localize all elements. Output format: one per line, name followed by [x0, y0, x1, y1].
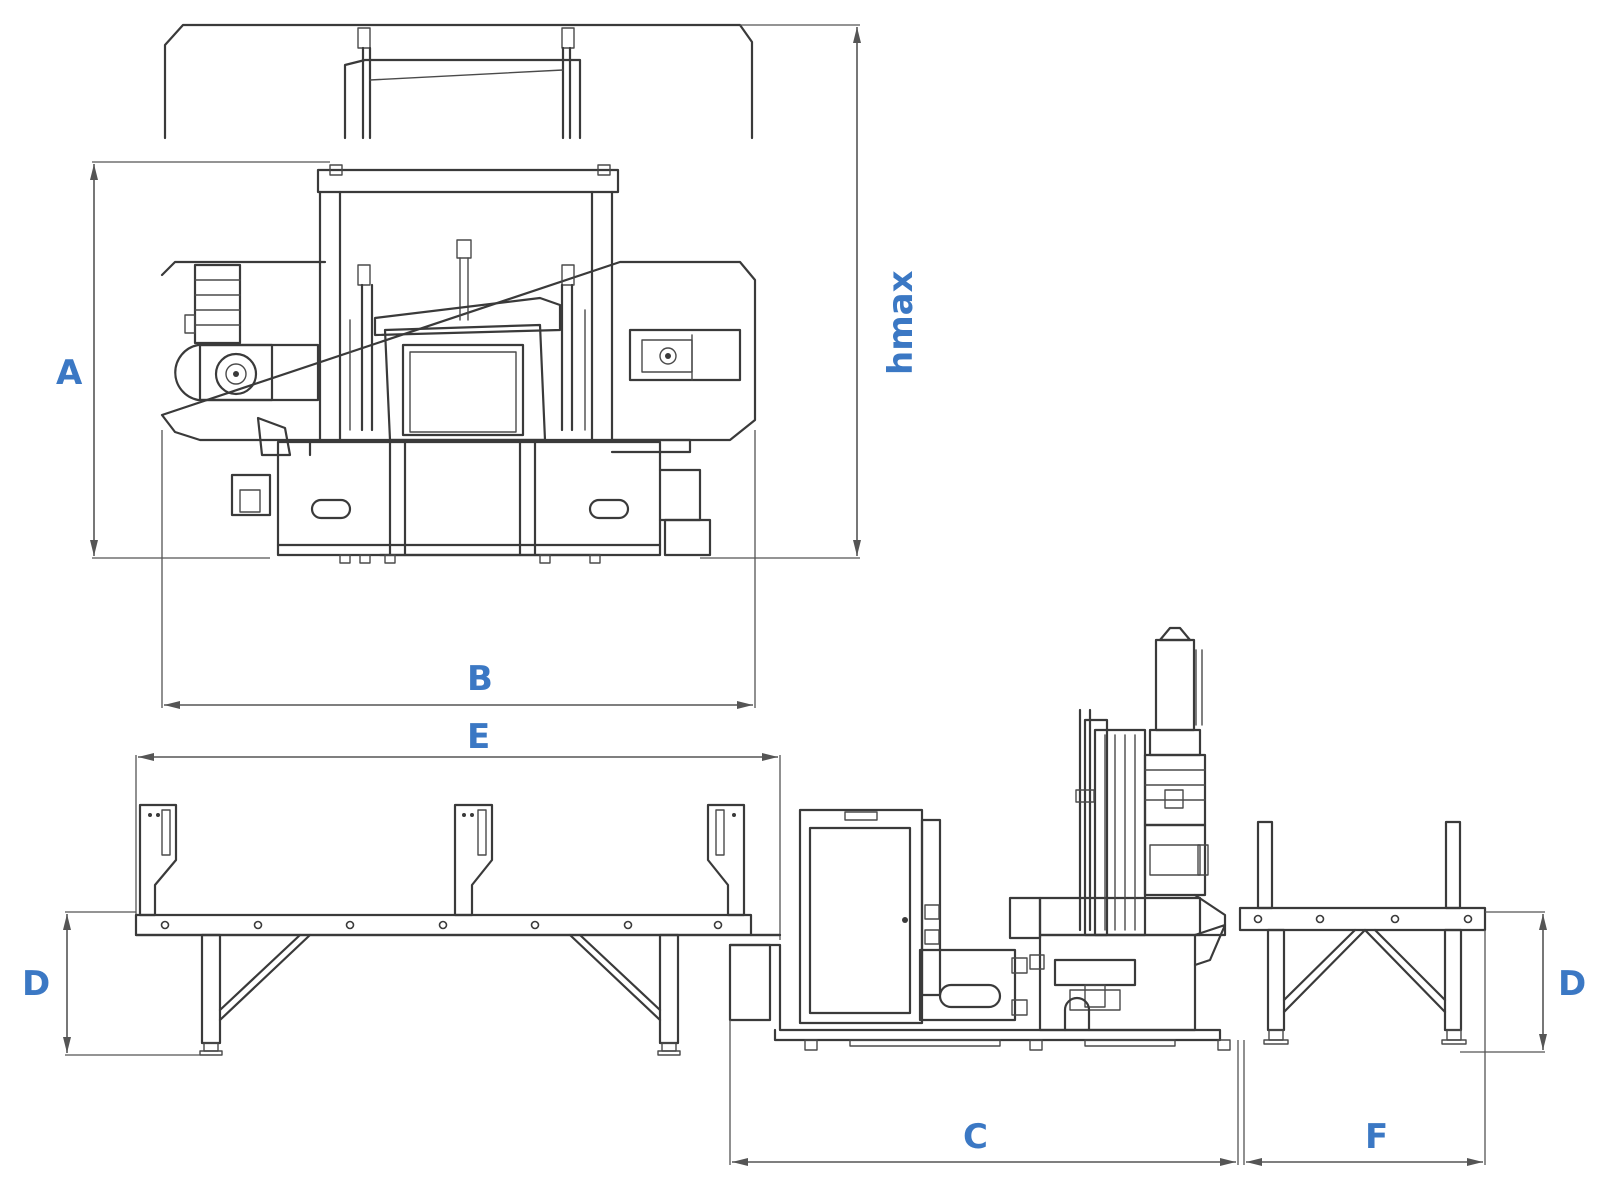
dimension-f	[1243, 930, 1486, 1166]
dimension-d-left	[63, 911, 210, 1056]
label-hmax: hmax	[881, 270, 921, 375]
dimension-c	[729, 1020, 1239, 1166]
dimension-a	[90, 161, 330, 559]
infeed-roller-table	[134, 803, 782, 1056]
dimension-hmax	[700, 24, 861, 559]
label-d-left: D	[22, 964, 50, 1004]
label-a: A	[56, 353, 83, 393]
dimension-b	[161, 430, 756, 709]
label-e: E	[467, 717, 490, 757]
front-view-raised-outline	[163, 23, 754, 140]
label-b: B	[467, 659, 493, 699]
outfeed-roller-table	[1238, 820, 1487, 1045]
label-d-right: D	[1558, 964, 1586, 1004]
dimension-d-right	[1460, 911, 1547, 1053]
label-f: F	[1365, 1117, 1388, 1157]
front-view-machine	[160, 164, 757, 564]
dimension-e	[135, 753, 781, 940]
label-c: C	[963, 1117, 988, 1157]
saw-machine-side	[728, 626, 1231, 1051]
